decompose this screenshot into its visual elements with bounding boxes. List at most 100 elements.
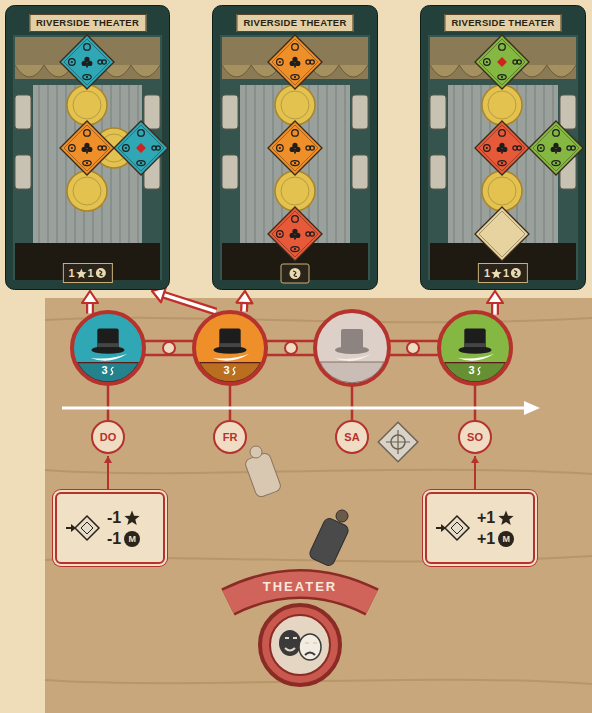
empty-hat-lower: [320, 362, 384, 383]
hat-space: 3: [192, 310, 268, 386]
tile-symbol: [498, 75, 506, 80]
tile-symbol: [279, 233, 281, 235]
tile-circle-inner: [73, 91, 101, 119]
tile-center-symbol: [501, 149, 503, 154]
tile-symbol: [310, 146, 314, 150]
tile-circle: [67, 171, 107, 211]
tile-center-symbol: [551, 147, 556, 152]
card-frame: [6, 6, 170, 290]
tile-inner-edge: [64, 39, 110, 85]
tile-symbol: [83, 161, 91, 166]
theater-box: [430, 95, 446, 129]
card-title: RIVERSIDE THEATER: [29, 14, 146, 32]
stage-marker-cross: [386, 430, 410, 454]
card-art: [212, 5, 378, 290]
bonus-box: +1+1M: [425, 492, 535, 564]
arrow-outline: [240, 303, 248, 312]
tile-diamond: [529, 121, 583, 175]
theater-box: [430, 155, 446, 189]
tile-symbol: [486, 147, 488, 149]
top-hat-crown: [464, 329, 485, 350]
bonus-rows: +1+1M: [477, 509, 514, 548]
tile-inner-edge: [479, 211, 525, 257]
tragedy-mask: [299, 634, 321, 660]
theater-box: [560, 95, 576, 129]
tile-symbol: [156, 146, 160, 150]
icon-arrow-head: [441, 524, 446, 532]
tile-center-symbol: [82, 147, 87, 152]
day-token: FR: [213, 420, 247, 454]
card-title: RIVERSIDE THEATER: [444, 14, 561, 32]
tile-center-symbol: [290, 61, 295, 66]
tile-symbol: [71, 147, 73, 149]
bonus-row: -1: [107, 509, 140, 527]
tile-center-symbol: [556, 147, 561, 152]
hat-cost: 3: [441, 364, 509, 377]
curtain-fold: [245, 85, 246, 243]
arrow-head: [487, 291, 503, 303]
tile-symbol: [292, 44, 299, 51]
tile-symbol: [137, 161, 145, 166]
tile-center-symbol: [295, 233, 300, 238]
tile-center-symbol: [290, 233, 295, 238]
tile-symbol: [102, 60, 106, 64]
figure-left: [244, 446, 282, 498]
icon-diamond-inner: [81, 522, 93, 534]
tile-inner-edge: [118, 125, 164, 171]
tile-symbol: [277, 59, 284, 66]
star-shape: [76, 268, 86, 278]
curtain-fold: [335, 85, 336, 243]
theater-box: [222, 155, 238, 189]
tile-symbol: [279, 147, 281, 149]
hat-art: [74, 314, 142, 382]
tile-diamond: [268, 35, 322, 89]
tile-circle: [67, 85, 107, 125]
curtain-fold: [65, 85, 66, 243]
hat-cost: 3: [196, 364, 264, 377]
money-coin: [96, 268, 106, 278]
tile-inner-edge: [272, 39, 318, 85]
theater-medallion-inner: [270, 615, 330, 675]
curtain-swag: [430, 65, 459, 77]
tile-circle: [482, 171, 522, 211]
tile-center-symbol: [86, 63, 88, 68]
top-hat-crown: [97, 329, 118, 350]
money-icon: [290, 268, 301, 279]
theater-box: [15, 95, 31, 129]
day-token: SA: [335, 420, 369, 454]
tile-center-symbol: [136, 143, 146, 153]
tile-center-symbol: [555, 149, 557, 154]
bonus-row: +1: [477, 509, 514, 527]
time-arrow-shaft: [62, 407, 526, 410]
cost-symbol-stroke: [232, 367, 235, 375]
cost-number: 3: [223, 364, 229, 377]
track-knot: [407, 342, 419, 354]
star-icon: [491, 268, 502, 279]
tile-diamond: [475, 207, 529, 261]
card-frame: [421, 6, 586, 290]
mask-mouths: [305, 653, 315, 656]
hat-space: 3: [70, 310, 146, 386]
tile-symbol: [83, 75, 91, 80]
tile-diamond: [60, 121, 114, 175]
tile-symbol: [123, 145, 130, 152]
tile-symbol: [86, 162, 88, 164]
theater-card: RIVERSIDE THEATER11: [420, 5, 586, 290]
tile-center-symbol: [294, 235, 296, 240]
tile-center-symbol: [87, 61, 92, 66]
game-board: [45, 298, 592, 713]
tile-symbol: [279, 61, 281, 63]
bonus-number: -1: [107, 530, 121, 548]
curtain-swag: [547, 65, 576, 77]
cost-symbol: [109, 366, 115, 376]
top-hat-crown: [219, 329, 240, 350]
bonus-number: 1: [68, 266, 74, 280]
tile-symbol: [484, 145, 491, 152]
bonus-box: -1-1M: [55, 492, 165, 564]
day-token: SO: [458, 420, 492, 454]
cost-number: 3: [101, 364, 107, 377]
hat-swoosh: [458, 354, 495, 361]
theater-card: RIVERSIDE THEATER: [212, 5, 378, 290]
tile-inner-edge: [479, 39, 525, 85]
